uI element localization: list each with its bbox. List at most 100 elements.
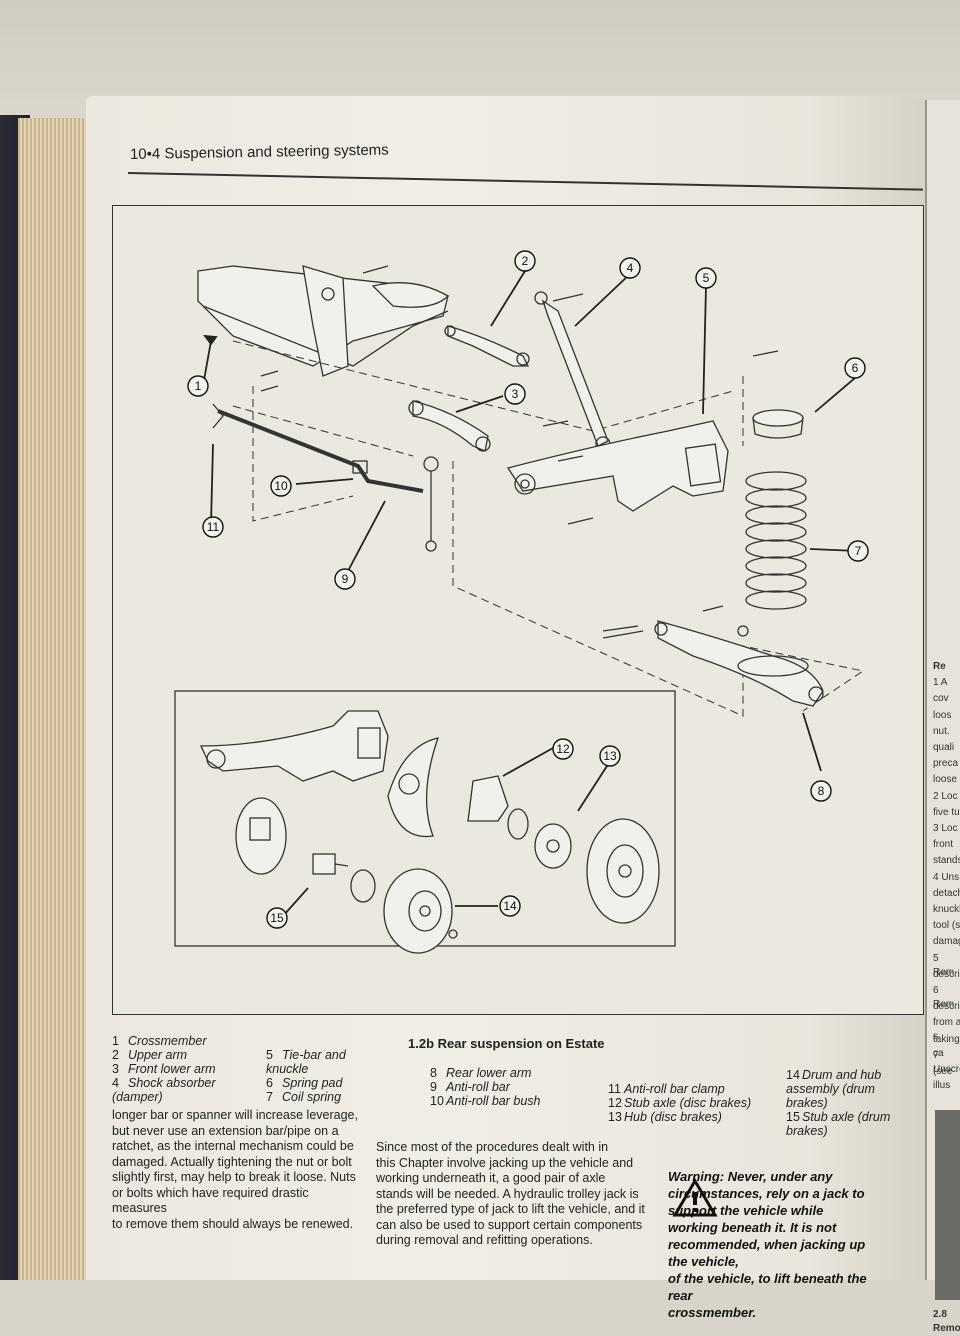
legend-item-label: Stub axle (disc brakes) bbox=[624, 1096, 752, 1110]
warning-line: support the vehicle while bbox=[668, 1203, 824, 1218]
facing-page-line: preca bbox=[933, 758, 959, 770]
legend-item-label: Anti-roll bar bush bbox=[446, 1094, 541, 1108]
legend-item-label: Coil spring bbox=[282, 1090, 342, 1104]
body-line: the preferred type of jack to lift the v… bbox=[376, 1202, 645, 1216]
legend-item-label: Stub axle (drum brakes) bbox=[786, 1110, 891, 1138]
callout-2: 2 bbox=[522, 254, 529, 268]
body-line: slightly first, may help to break it loo… bbox=[112, 1170, 356, 1184]
facing-page-line: detach bbox=[933, 887, 960, 899]
callout-6: 6 bbox=[852, 361, 859, 375]
facing-page-line: 4 Uns bbox=[933, 871, 960, 883]
legend-item-number: 11 bbox=[608, 1082, 621, 1096]
facing-page-line: 1 A bbox=[933, 677, 948, 689]
body-line: but never use an extension bar/pipe on a bbox=[112, 1123, 339, 1138]
facing-page-line: Re bbox=[933, 661, 946, 672]
callout-14: 14 bbox=[503, 899, 517, 913]
callout-1: 1 bbox=[195, 379, 202, 393]
legend-item-label: Crossmember bbox=[128, 1034, 207, 1048]
legend-item-number: 5 bbox=[266, 1048, 273, 1062]
legend-item-label: Tie-bar and knuckle bbox=[266, 1048, 346, 1076]
facing-page-line: damage bbox=[933, 936, 960, 948]
body-line: stands will be needed. A hydraulic troll… bbox=[376, 1186, 639, 1201]
facing-page-line: five tu bbox=[933, 806, 960, 818]
body-line: longer bar or spanner will increase leve… bbox=[112, 1108, 358, 1122]
body-line: to remove them should always be renewed. bbox=[112, 1216, 354, 1231]
figure-caption: 1.2b Rear suspension on Estate bbox=[408, 1036, 605, 1051]
callout-4: 4 bbox=[627, 261, 634, 275]
facing-page-line: knuckle bbox=[933, 904, 960, 915]
body-line: working underneath it, a good pair of ax… bbox=[376, 1171, 606, 1185]
facing-page-line: 5 Rem bbox=[933, 952, 955, 978]
figure-caption-text: Rear suspension on Estate bbox=[437, 1036, 605, 1051]
warning-line: working beneath it. It is not bbox=[668, 1220, 837, 1235]
legend-item-label: Spring pad bbox=[282, 1076, 343, 1090]
facing-page-line: loose bbox=[933, 774, 957, 786]
callout-15: 15 bbox=[270, 911, 284, 925]
body-line: can also be used to support certain comp… bbox=[376, 1217, 643, 1232]
facing-page-line: (see illus bbox=[933, 1066, 953, 1091]
legend-item: 7 Coil spring bbox=[266, 1090, 386, 1104]
legend-item-number: 2 bbox=[112, 1048, 119, 1062]
legend-item-label: Upper arm bbox=[128, 1048, 188, 1062]
body-line: Since most of the procedures dealt with … bbox=[376, 1140, 609, 1154]
legend-item-number: 12 bbox=[608, 1096, 622, 1110]
legend-item-number: 4 bbox=[112, 1076, 119, 1090]
callout-9: 9 bbox=[342, 572, 349, 586]
facing-page-line: 7 Unscre bbox=[933, 1049, 960, 1075]
legend-item: 1 Crossmember bbox=[112, 1034, 262, 1048]
body-line: or bolts which have required drastic mea… bbox=[112, 1185, 309, 1216]
legend-item-number: 7 bbox=[266, 1090, 273, 1104]
facing-page-line: tool (s bbox=[933, 920, 960, 932]
legend-item-number: 14 bbox=[786, 1068, 800, 1082]
body-text-left: longer bar or spanner will increase leve… bbox=[112, 1108, 362, 1232]
body-text-middle: Since most of the procedures dealt with … bbox=[376, 1140, 656, 1249]
facing-page-line: loos bbox=[933, 709, 952, 721]
legend-item-label: Hub (disc brakes) bbox=[624, 1110, 722, 1124]
facing-page-line: taking ca bbox=[933, 1033, 960, 1059]
warning-line: of the vehicle, to lift beneath the rear bbox=[668, 1271, 867, 1303]
legend-item-label: Rear lower arm bbox=[446, 1066, 532, 1080]
suspension-diagram: 1 2 3 4 5 6 7 8 9 10 11 12 13 14 15 bbox=[112, 205, 924, 1015]
body-line: this Chapter involve jacking up the vehi… bbox=[376, 1155, 634, 1170]
facing-page-line: nut. bbox=[933, 725, 950, 737]
legend-item: 8 Rear lower arm bbox=[430, 1066, 570, 1080]
legend-item-number: 15 bbox=[786, 1110, 800, 1124]
facing-page-line: stands bbox=[933, 855, 960, 867]
callout-11: 11 bbox=[207, 520, 220, 534]
facing-page: Re 1 A cov loos nut. quali preca loose 2 Loc five… bbox=[925, 100, 960, 1334]
legend-item-number: 9 bbox=[430, 1080, 437, 1094]
facing-page-line: cov bbox=[933, 693, 949, 705]
warning-line: Warning: Never, under any bbox=[668, 1169, 833, 1184]
facing-page-line: quali bbox=[933, 742, 955, 753]
legend-item: 9 Anti-roll bar bbox=[430, 1080, 570, 1094]
facing-page-line: describ bbox=[933, 968, 960, 980]
body-line: during removal and refitting operations. bbox=[376, 1233, 593, 1247]
legend-item-number: 1 bbox=[112, 1034, 119, 1048]
legend-item-number: 3 bbox=[112, 1062, 119, 1076]
legend-item-number: 8 bbox=[430, 1066, 437, 1080]
callout-13: 13 bbox=[603, 749, 617, 763]
warning-triangle-icon bbox=[672, 1178, 718, 1217]
warning-line: crossmember. bbox=[668, 1305, 757, 1320]
body-line: damaged. Actually tightening the nut or … bbox=[112, 1154, 352, 1169]
legend-item-label: Anti-roll bar bbox=[446, 1080, 510, 1094]
facing-page-line: describ bbox=[933, 1001, 960, 1013]
facing-page-line: from a s bbox=[933, 1017, 960, 1043]
facing-page-line: 2 Loc bbox=[933, 790, 958, 802]
legend-item-label: Front lower arm bbox=[128, 1062, 216, 1076]
